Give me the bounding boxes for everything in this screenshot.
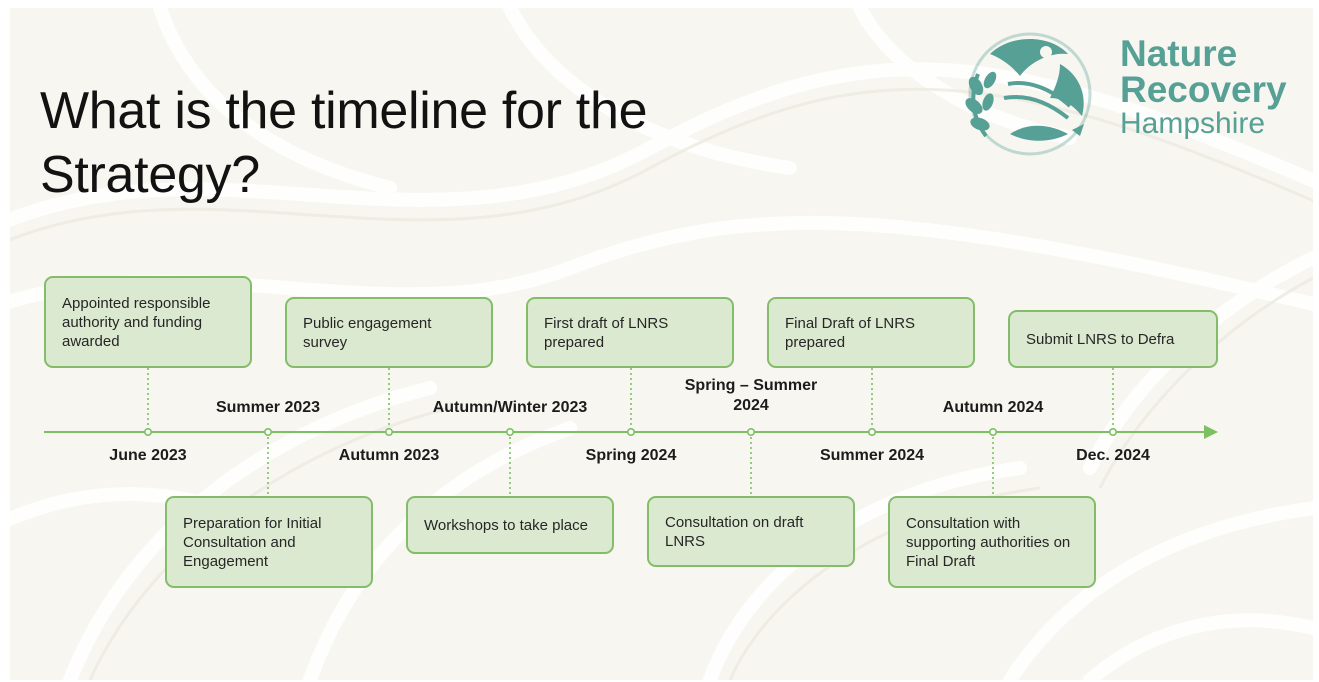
timeline-node-4 bbox=[505, 427, 514, 436]
timeline-node-5 bbox=[626, 427, 635, 436]
logo-emblem-icon bbox=[965, 32, 1092, 156]
milestone-box: Consultation with supporting authorities… bbox=[888, 496, 1096, 588]
milestone-text: Final Draft of LNRS prepared bbox=[785, 314, 916, 351]
milestone-text: Preparation for Initial Consultation and… bbox=[183, 514, 322, 570]
milestone-box: Public engagement survey bbox=[285, 297, 493, 368]
logo-wordmark: Nature Recovery Hampshire bbox=[1120, 33, 1287, 140]
date-label-spring-summer-2024: Spring – Summer 2024 bbox=[684, 377, 818, 414]
milestone-box: Preparation for Initial Consultation and… bbox=[165, 496, 373, 588]
date-label-summer-2024: Summer 2024 bbox=[819, 447, 925, 464]
date-label-autumn-winter-2023: Autumn/Winter 2023 bbox=[432, 399, 588, 416]
milestone-text: Consultation with supporting authorities… bbox=[906, 514, 1071, 570]
timeline-node-2 bbox=[264, 427, 273, 436]
milestone-box: Submit LNRS to Defra bbox=[1008, 310, 1218, 368]
milestone-text: Appointed responsible authority and fund… bbox=[62, 294, 211, 350]
milestone-box: First draft of LNRS prepared bbox=[526, 297, 734, 368]
timeline-node-1 bbox=[144, 427, 153, 436]
nature-recovery-hampshire-logo: Nature Recovery Hampshire bbox=[950, 14, 1310, 164]
milestone-box: Consultation on draft LNRS bbox=[647, 496, 855, 567]
timeline-node-7 bbox=[867, 427, 876, 436]
page-title: What is the timeline for the Strategy? bbox=[40, 81, 648, 204]
logo-line-1: Nature bbox=[1120, 33, 1238, 74]
date-label-dec-2024: Dec. 2024 bbox=[1076, 447, 1150, 464]
milestone-box: Final Draft of LNRS prepared bbox=[767, 297, 975, 368]
date-label-june-2023: June 2023 bbox=[109, 447, 187, 464]
timeline-axis bbox=[44, 368, 1218, 496]
timeline-arrowhead bbox=[1204, 425, 1218, 439]
timeline-node-8 bbox=[988, 427, 997, 436]
timeline-node-6 bbox=[746, 427, 755, 436]
milestone-text: Public engagement survey bbox=[303, 314, 432, 351]
milestone-box: Appointed responsible authority and fund… bbox=[44, 276, 252, 368]
slide: What is the timeline for the Strategy? N… bbox=[10, 8, 1313, 680]
milestone-text: Workshops to take place bbox=[424, 516, 588, 534]
logo-line-2: Recovery bbox=[1120, 69, 1287, 110]
milestone-text: Submit LNRS to Defra bbox=[1026, 330, 1175, 348]
milestone-box: Workshops to take place bbox=[406, 496, 614, 554]
milestone-text: First draft of LNRS prepared bbox=[544, 314, 669, 351]
timeline-node-9 bbox=[1109, 427, 1118, 436]
logo-line-3: Hampshire bbox=[1120, 107, 1266, 140]
date-label-autumn-2023: Autumn 2023 bbox=[338, 447, 440, 464]
timeline-node-3 bbox=[384, 427, 393, 436]
milestone-text: Consultation on draft LNRS bbox=[665, 513, 804, 550]
date-label-spring-2024: Spring 2024 bbox=[585, 447, 677, 464]
date-label-autumn-2024: Autumn 2024 bbox=[942, 399, 1044, 416]
date-label-summer-2023: Summer 2023 bbox=[215, 399, 321, 416]
